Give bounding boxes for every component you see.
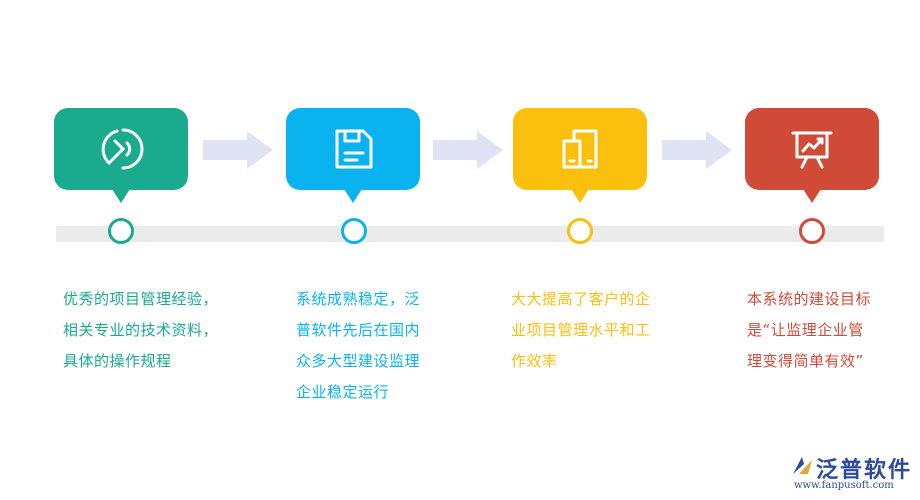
step-1-node xyxy=(108,218,134,244)
step-3-description: 大大提高了客户的企 业项目管理水平和工 作效率 xyxy=(511,284,681,377)
timeline-bar xyxy=(56,226,884,242)
desc-line: 企业稳定运行 xyxy=(296,383,390,401)
document-icon xyxy=(335,129,373,169)
desc-line: 普软件先后在国内 xyxy=(296,321,421,339)
devices-icon xyxy=(562,129,598,169)
desc-line: 具体的操作规程 xyxy=(63,352,172,370)
desc-line: 大大提高了客户的企 xyxy=(511,290,651,308)
brand-name: 泛普软件 xyxy=(816,458,913,483)
step-1-card xyxy=(54,108,188,190)
step-4-description: 本系统的建设目标 是“让监理企业管 理变得简单有效” xyxy=(747,284,917,377)
desc-line: 作效率 xyxy=(511,352,558,370)
desc-line: 本系统的建设目标 xyxy=(747,290,872,308)
step-4-node xyxy=(799,218,825,244)
arrow-right-icon xyxy=(662,131,732,169)
desc-line: 优秀的项目管理经验， xyxy=(63,290,219,308)
pie-chart-icon xyxy=(101,128,144,170)
step-2-description: 系统成熟稳定，泛 普软件先后在国内 众多大型建设监理 企业稳定运行 xyxy=(296,284,466,408)
step-4-card xyxy=(745,108,879,190)
arrow-right-icon xyxy=(203,131,273,169)
presentation-icon xyxy=(791,131,833,169)
step-1-description: 优秀的项目管理经验， 相关专业的技术资料， 具体的操作规程 xyxy=(63,284,233,377)
step-3-node xyxy=(567,218,593,244)
step-2-card xyxy=(286,108,420,190)
brand-logo-icon xyxy=(793,457,812,474)
desc-line: 业项目管理水平和工 xyxy=(511,321,651,339)
desc-line: 理变得简单有效” xyxy=(747,352,864,370)
step-3-card xyxy=(513,108,647,190)
desc-line: 相关专业的技术资料， xyxy=(63,321,219,339)
arrow-right-icon xyxy=(433,131,503,169)
desc-line: 众多大型建设监理 xyxy=(296,352,421,370)
desc-line: 是“让监理企业管 xyxy=(747,321,864,339)
desc-line: 系统成熟稳定，泛 xyxy=(296,290,421,308)
step-2-node xyxy=(341,218,367,244)
brand-watermark: 泛普软件 www.fanpusoft.com xyxy=(790,452,914,496)
brand-url: www.fanpusoft.com xyxy=(794,480,894,491)
